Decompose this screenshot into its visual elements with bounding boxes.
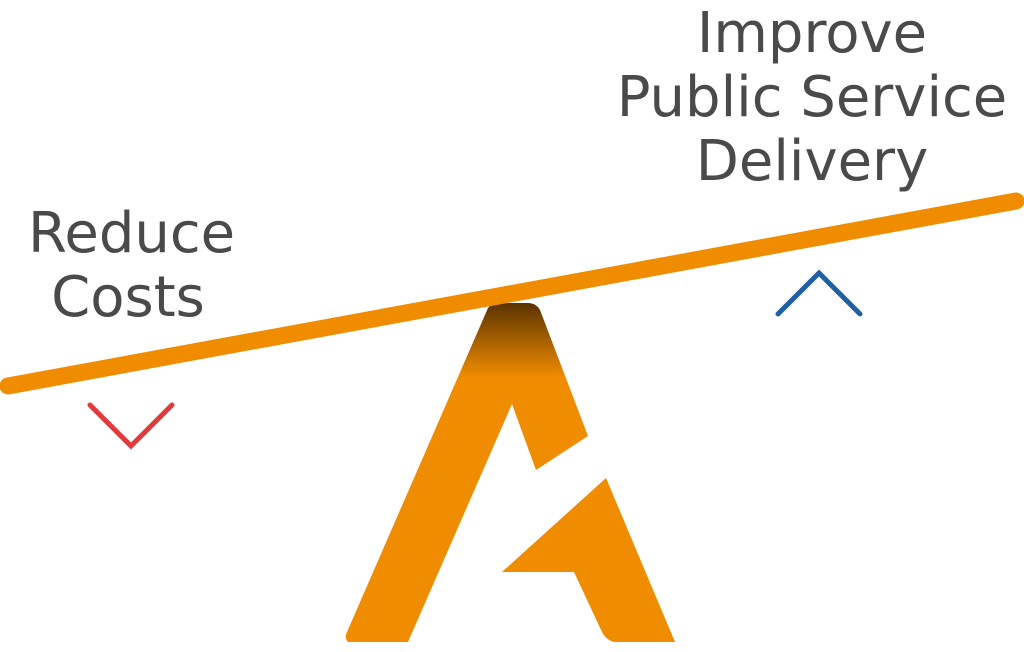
fulcrum-left-leg: [345, 303, 588, 642]
fulcrum-right-leg: [502, 478, 675, 642]
seesaw-beam: [0, 192, 1024, 395]
improve-service-line-3: Delivery: [695, 129, 929, 194]
improve-service-label: Improve Public Service Delivery: [612, 2, 1012, 194]
reduce-costs-line-1: Reduce: [28, 201, 236, 266]
chevron-down-icon: [87, 402, 175, 450]
reduce-costs-label: Reduce Costs: [28, 201, 236, 330]
reduce-costs-line-2: Costs: [51, 265, 205, 330]
improve-service-line-2: Public Service: [616, 65, 1008, 130]
fulcrum-logo-icon: [345, 303, 675, 642]
chevron-up-icon: [775, 269, 863, 317]
improve-service-line-1: Improve: [696, 1, 928, 66]
